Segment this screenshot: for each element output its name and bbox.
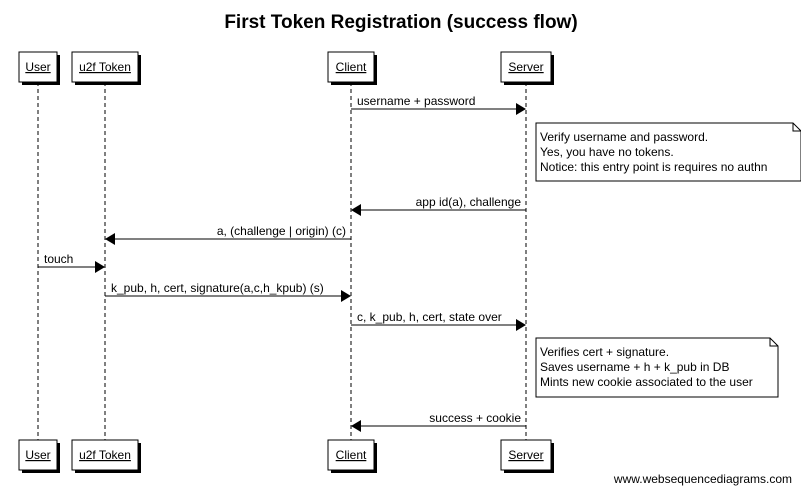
participant-client-top: Client — [327, 51, 377, 85]
message-label: app id(a), challenge — [416, 195, 522, 209]
participants-bottom: User u2f Token Client Server — [18, 439, 554, 473]
participant-label: User — [25, 448, 50, 462]
note: Verifies cert + signature.Saves username… — [535, 337, 779, 398]
participant-box — [71, 439, 139, 471]
participant-box — [500, 51, 552, 83]
lifelines — [37, 82, 527, 440]
arrowhead — [105, 233, 115, 245]
participant-label: u2f Token — [79, 448, 131, 462]
participant-server-bottom: Server — [500, 439, 554, 473]
participant-box — [327, 51, 375, 83]
participant-box — [327, 439, 375, 471]
message-label: c, k_pub, h, cert, state over — [357, 310, 502, 324]
arrowhead — [516, 319, 526, 331]
note-box — [535, 337, 779, 398]
diagram-title: First Token Registration (success flow) — [224, 12, 577, 33]
message: success + cookie — [351, 411, 526, 432]
participant-label: u2f Token — [79, 60, 131, 74]
note-line: Notice: this entry point is requires no … — [540, 160, 767, 174]
participant-server-top: Server — [500, 51, 554, 85]
message-label: k_pub, h, cert, signature(a,c,h_kpub) (s… — [111, 281, 324, 295]
participant-box — [500, 439, 552, 471]
note-line: Yes, you have no tokens. — [540, 145, 674, 159]
message-label: success + cookie — [429, 411, 521, 425]
arrowhead — [95, 261, 105, 273]
participant-label: Server — [508, 60, 543, 74]
participant-user-bottom: User — [18, 439, 60, 473]
note-box — [535, 122, 801, 182]
participant-user-top: User — [18, 51, 60, 85]
participants-top: User u2f Token Client Server — [18, 51, 554, 85]
message: a, (challenge | origin) (c) — [105, 224, 351, 245]
note-line: Mints new cookie associated to the user — [540, 375, 753, 389]
message: username + password — [351, 94, 526, 115]
participant-label: User — [25, 60, 50, 74]
note-line: Saves username + h + k_pub in DB — [540, 360, 729, 374]
message-label: a, (challenge | origin) (c) — [217, 224, 346, 238]
participant-box — [71, 51, 139, 83]
note-line: Verifies cert + signature. — [540, 345, 669, 359]
footer-credit: www.websequencediagrams.com — [613, 472, 792, 486]
arrowhead — [351, 420, 361, 432]
message: app id(a), challenge — [351, 195, 526, 216]
message: c, k_pub, h, cert, state over — [351, 310, 526, 331]
arrowhead — [516, 103, 526, 115]
message-label: touch — [44, 252, 73, 266]
arrowhead — [351, 204, 361, 216]
participant-token-top: u2f Token — [71, 51, 141, 85]
message-label: username + password — [357, 94, 475, 108]
message: touch — [38, 252, 105, 273]
arrowhead — [341, 290, 351, 302]
participant-box — [18, 439, 58, 471]
participant-box — [18, 51, 58, 83]
participant-token-bottom: u2f Token — [71, 439, 141, 473]
note: Verify username and password.Yes, you ha… — [535, 122, 801, 182]
message: k_pub, h, cert, signature(a,c,h_kpub) (s… — [105, 281, 351, 302]
participant-client-bottom: Client — [327, 439, 377, 473]
note-line: Verify username and password. — [540, 130, 708, 144]
participant-label: Client — [336, 448, 367, 462]
participant-label: Client — [336, 60, 367, 74]
participant-label: Server — [508, 448, 543, 462]
